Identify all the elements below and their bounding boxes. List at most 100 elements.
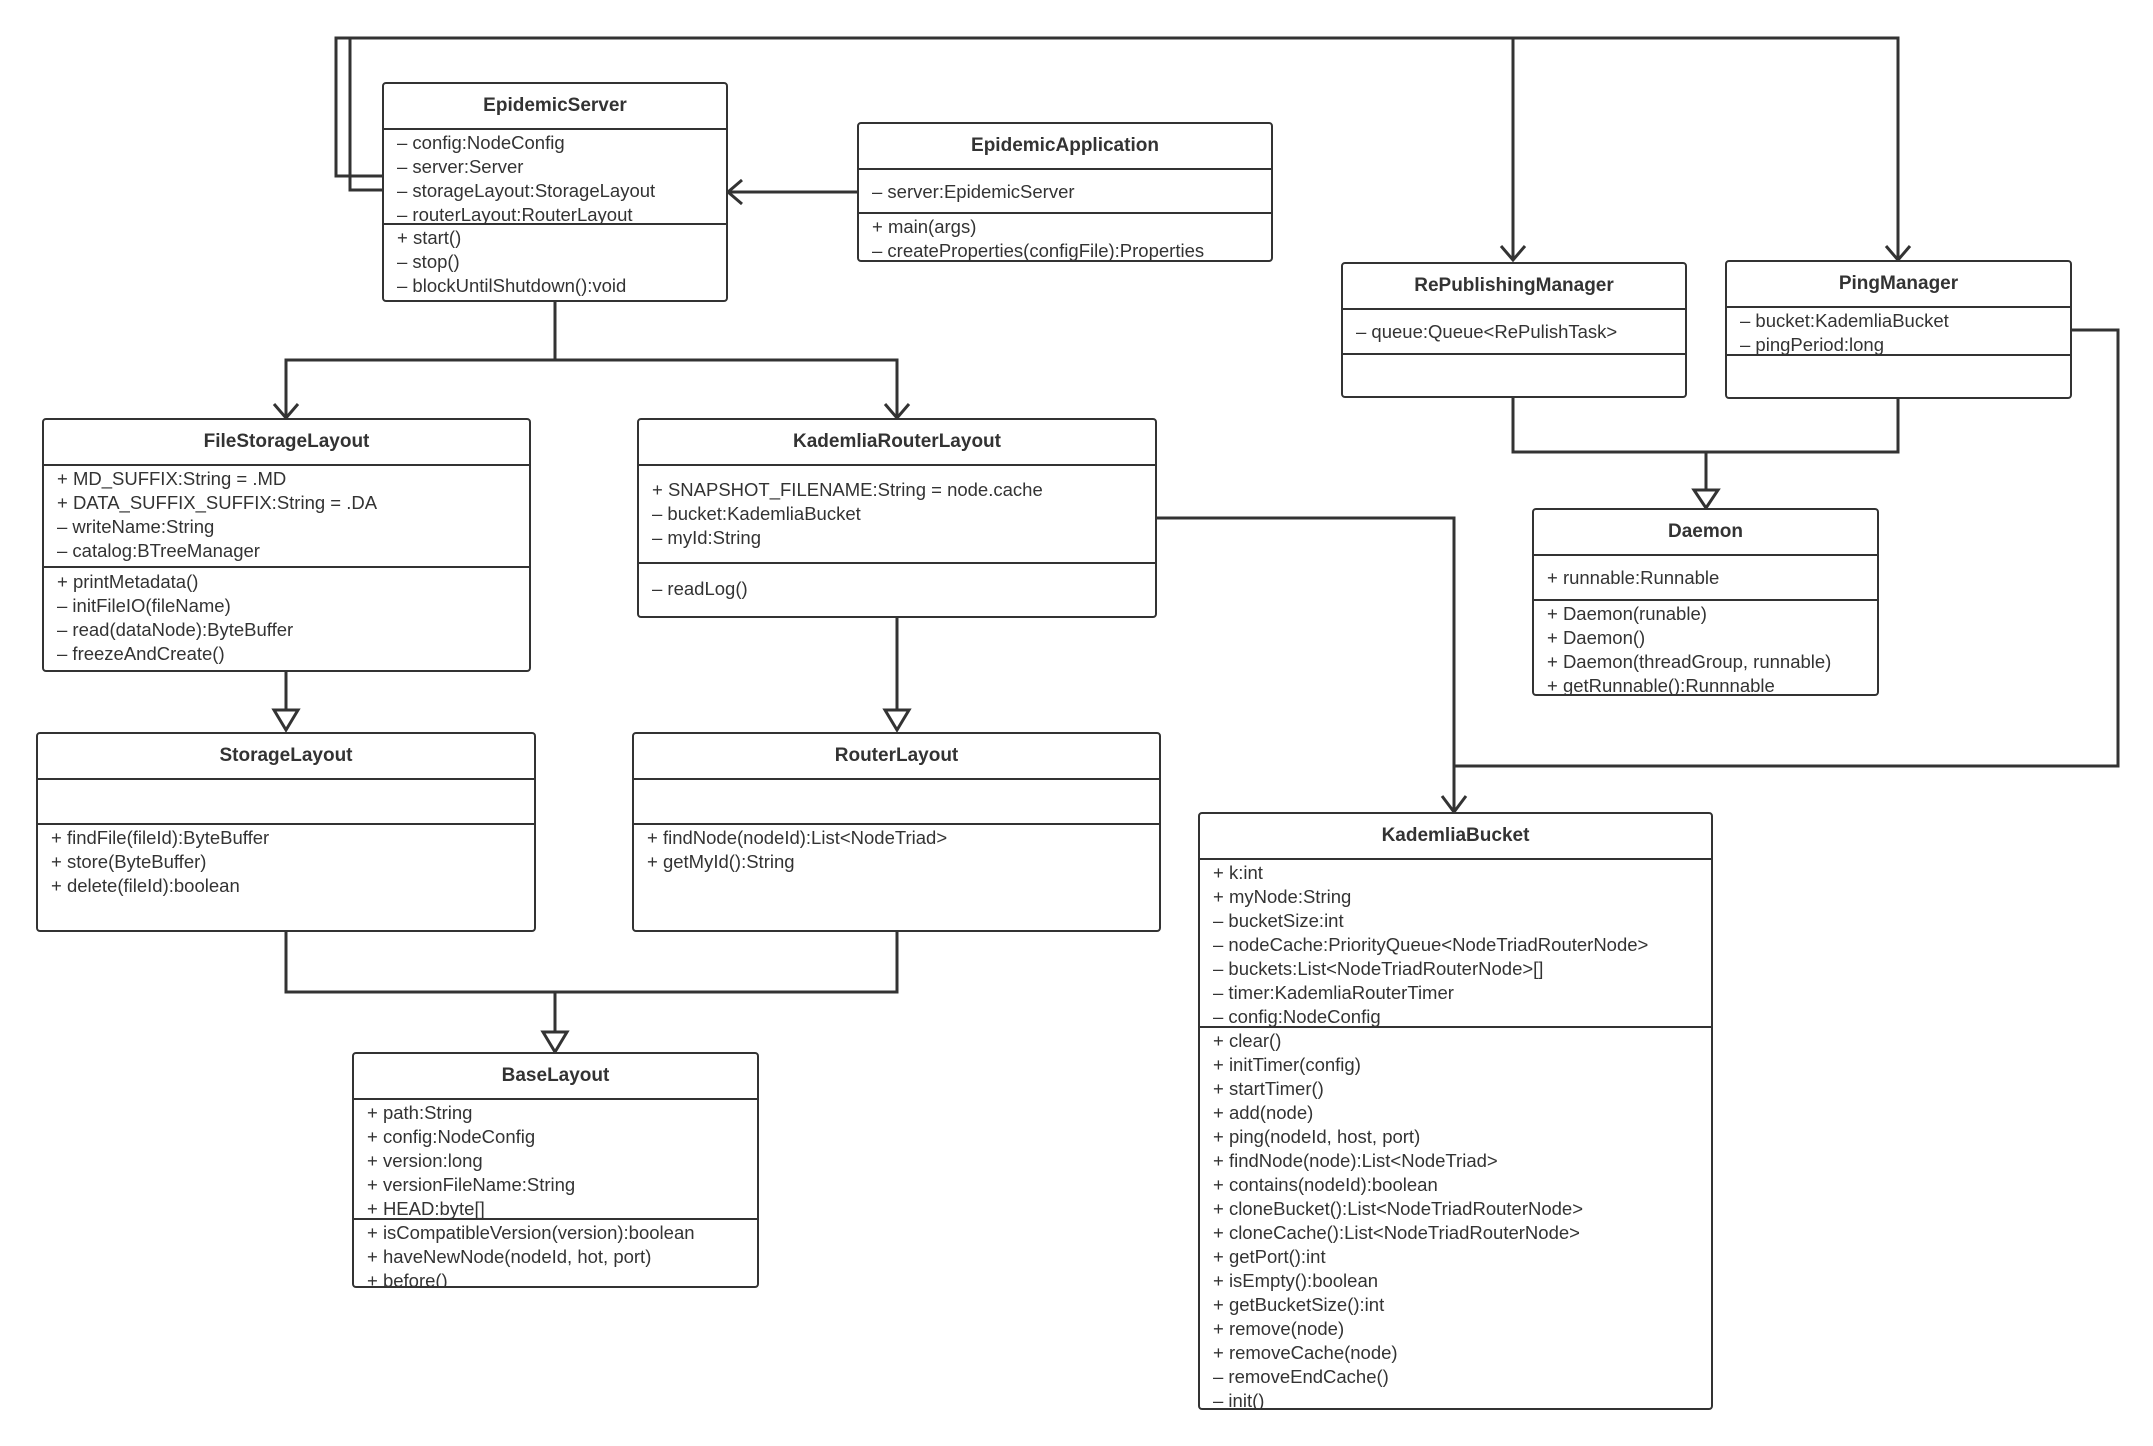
method: + startTimer() (1213, 1078, 1324, 1099)
method: + isEmpty():boolean (1213, 1270, 1379, 1291)
class-router-layout[interactable]: RouterLayout + findNode(nodeId):List<Nod… (632, 732, 1161, 932)
class-storage-layout[interactable]: StorageLayout + findFile(fileId):ByteBuf… (36, 732, 536, 932)
arrowhead-republishing (1499, 245, 1527, 263)
method: + Daemon(runable) (1547, 603, 1707, 624)
attribute: + SNAPSHOT_FILENAME:String = node.cache (652, 479, 1043, 500)
class-name: FileStorageLayout (44, 420, 529, 466)
method: + store(ByteBuffer) (51, 851, 207, 872)
method: – createProperties(configFile):Propertie… (872, 240, 1205, 261)
method: + findNode(node):List<NodeTriad> (1213, 1150, 1498, 1171)
attribute: – nodeCache:PriorityQueue<NodeTriadRoute… (1213, 934, 1649, 955)
method: + getBucketSize():int (1213, 1294, 1385, 1315)
methods-section: + printMetadata() – initFileIO(fileName)… (44, 568, 529, 666)
attribute: – catalog:BTreeManager (57, 540, 260, 561)
method: – readLog() (652, 578, 748, 599)
method: + getMyId():String (647, 851, 795, 872)
attribute: – config:NodeConfig (397, 132, 565, 153)
generalization-line-managers-to-daemon (1511, 398, 1900, 490)
method: + delete(fileId):boolean (51, 875, 240, 896)
method: + Daemon(threadGroup, runnable) (1547, 651, 1832, 672)
attribute: – myId:String (652, 527, 761, 548)
method: + start() (397, 227, 462, 248)
methods-section: + clear() + initTimer(config) + startTim… (1200, 1028, 1711, 1410)
methods-section: + main(args) – createProperties(configFi… (859, 214, 1271, 261)
methods-section: + findFile(fileId):ByteBuffer + store(By… (38, 825, 534, 898)
method: + haveNewNode(nodeId, hot, port) (367, 1246, 652, 1267)
method: – init() (1213, 1390, 1265, 1410)
attribute: + myNode:String (1213, 886, 1352, 907)
class-name: PingManager (1727, 262, 2070, 308)
attributes-section: + SNAPSHOT_FILENAME:String = node.cache … (639, 466, 1155, 564)
method: + clear() (1213, 1030, 1282, 1051)
class-daemon[interactable]: Daemon + runnable:Runnable + Daemon(runa… (1532, 508, 1879, 696)
methods-section: + findNode(nodeId):List<NodeTriad> + get… (634, 825, 1159, 874)
attribute: + k:int (1213, 862, 1263, 883)
method: + initTimer(config) (1213, 1054, 1361, 1075)
attributes-section: – bucket:KademliaBucket – pingPeriod:lon… (1727, 308, 2070, 356)
method: + getRunnable():Runnnable (1547, 675, 1775, 696)
class-name: EpidemicServer (384, 84, 726, 130)
attributes-section (38, 780, 534, 825)
class-base-layout[interactable]: BaseLayout + path:String + config:NodeCo… (352, 1052, 759, 1288)
association-line-server-to-layouts (284, 302, 899, 417)
methods-section: + start() – stop() – blockUntilShutdown(… (384, 225, 726, 298)
method: + remove(node) (1213, 1318, 1345, 1339)
class-name: RePublishingManager (1343, 264, 1685, 310)
class-name: KademliaBucket (1200, 814, 1711, 860)
attribute: – bucketSize:int (1213, 910, 1344, 931)
attributes-section: + MD_SUFFIX:String = .MD + DATA_SUFFIX_S… (44, 466, 529, 568)
class-name: StorageLayout (38, 734, 534, 780)
method: + removeCache(node) (1213, 1342, 1398, 1363)
method: + contains(nodeId):boolean (1213, 1174, 1438, 1195)
attribute: + path:String (367, 1102, 473, 1123)
attributes-section: + k:int + myNode:String – bucketSize:int… (1200, 860, 1711, 1028)
method: + isCompatibleVersion(version):boolean (367, 1222, 695, 1243)
method: – freezeAndCreate() (57, 643, 225, 664)
attributes-section: – config:NodeConfig – server:Server – st… (384, 130, 726, 225)
class-kademlia-bucket[interactable]: KademliaBucket + k:int + myNode:String –… (1198, 812, 1713, 1410)
attribute: – routerLayout:RouterLayout (397, 204, 633, 225)
class-epidemic-server[interactable]: EpidemicServer – config:NodeConfig – ser… (382, 82, 728, 302)
attribute: + HEAD:byte[] (367, 1198, 485, 1219)
method: + getPort():int (1213, 1246, 1326, 1267)
triangle-router (882, 708, 912, 733)
attribute: – writeName:String (57, 516, 215, 537)
attribute: – bucket:KademliaBucket (1740, 310, 1949, 331)
generalization-line-layouts-to-base (284, 932, 899, 1032)
class-name: KademliaRouterLayout (639, 420, 1155, 466)
method: + printMetadata() (57, 571, 199, 592)
class-republishing-manager[interactable]: RePublishingManager – queue:Queue<RePuli… (1341, 262, 1687, 398)
method: + cloneCache():List<NodeTriadRouterNode> (1213, 1222, 1580, 1243)
attributes-section: – server:EpidemicServer (859, 170, 1271, 214)
attribute: – timer:KademliaRouterTimer (1213, 982, 1454, 1003)
class-ping-manager[interactable]: PingManager – bucket:KademliaBucket – pi… (1725, 260, 2072, 399)
method: + cloneBucket():List<NodeTriadRouterNode… (1213, 1198, 1584, 1219)
method: – stop() (397, 251, 460, 272)
class-kademlia-router-layout[interactable]: KademliaRouterLayout + SNAPSHOT_FILENAME… (637, 418, 1157, 618)
attribute: + version:long (367, 1150, 483, 1171)
triangle-storage (271, 708, 301, 733)
attribute: + config:NodeConfig (367, 1126, 536, 1147)
class-file-storage-layout[interactable]: FileStorageLayout + MD_SUFFIX:String = .… (42, 418, 531, 672)
attribute: – config:NodeConfig (1213, 1006, 1381, 1027)
attributes-section: + runnable:Runnable (1534, 556, 1877, 601)
attributes-section: + path:String + config:NodeConfig + vers… (354, 1100, 757, 1220)
method: + Daemon() (1547, 627, 1646, 648)
association-line-router-to-bucket (1156, 516, 1456, 810)
class-name: Daemon (1534, 510, 1877, 556)
attribute: – pingPeriod:long (1740, 334, 1884, 355)
class-name: EpidemicApplication (859, 124, 1271, 170)
association-line-ping-to-bucket (1454, 328, 2120, 768)
method: + ping(nodeId, host, port) (1213, 1126, 1421, 1147)
methods-section: + Daemon(runable) + Daemon() + Daemon(th… (1534, 601, 1877, 696)
method: – blockUntilShutdown():void (397, 275, 627, 296)
class-epidemic-application[interactable]: EpidemicApplication – server:EpidemicSer… (857, 122, 1273, 262)
association-line-server-to-managers (334, 36, 1900, 258)
attribute: + runnable:Runnable (1547, 567, 1720, 588)
attribute: – storageLayout:StorageLayout (397, 180, 656, 201)
method: + add(node) (1213, 1102, 1314, 1123)
attributes-section: – queue:Queue<RePulishTask> (1343, 310, 1685, 355)
method: + findNode(nodeId):List<NodeTriad> (647, 827, 948, 848)
